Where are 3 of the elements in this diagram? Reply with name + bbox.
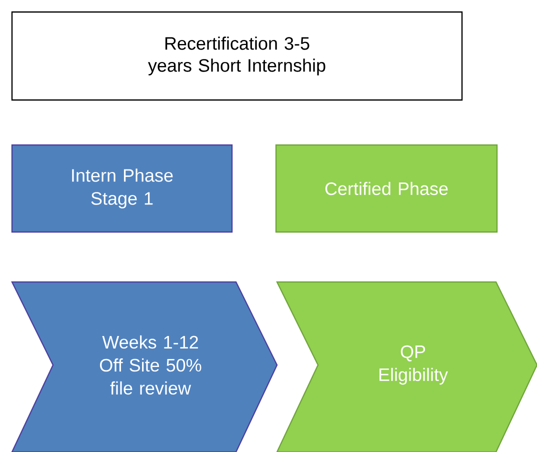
phase-box: Certified Phase <box>275 144 498 233</box>
phase-box: Intern Phase Stage 1 <box>11 144 233 233</box>
phase-box: Recertification 3-5 years Short Internship <box>11 11 463 101</box>
